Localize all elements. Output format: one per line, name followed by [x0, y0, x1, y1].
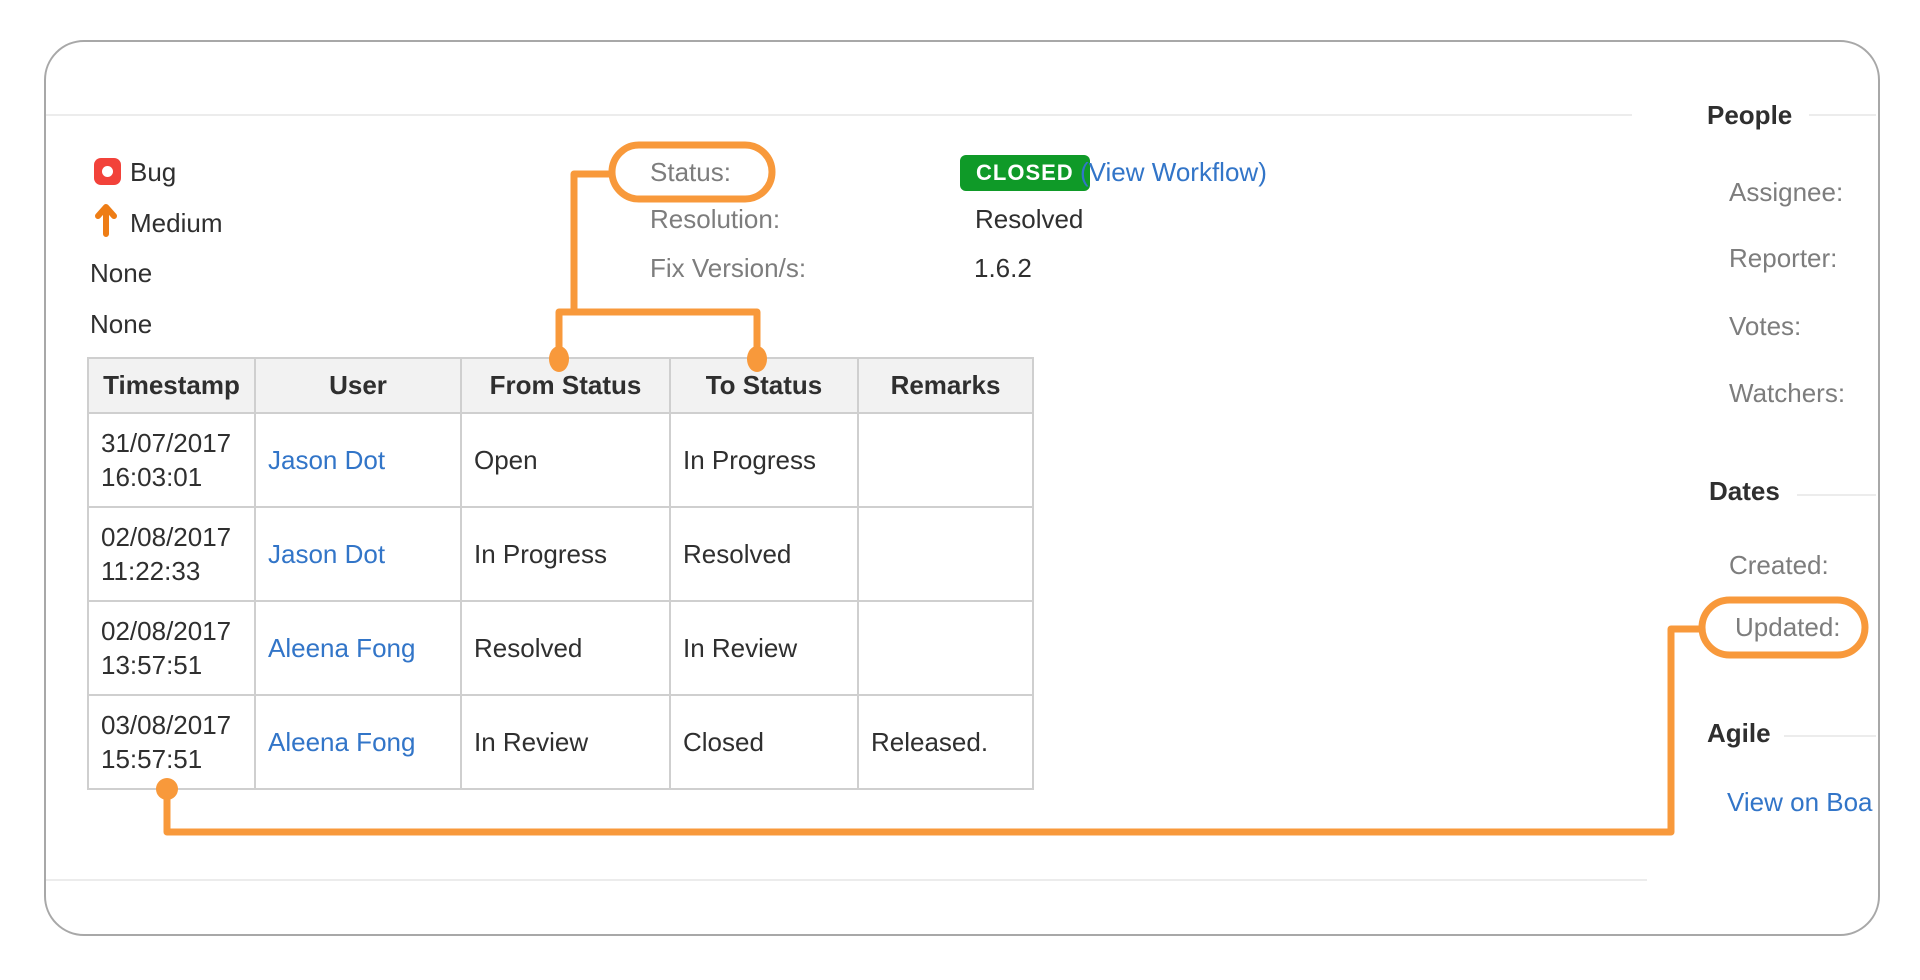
field-value-none-2: None — [90, 309, 153, 339]
table-row: 02/08/2017 13:57:51 Aleena Fong Resolved… — [87, 600, 1034, 696]
remarks-cell — [857, 506, 1034, 602]
fix-versions-field-label: Fix Version/s: — [650, 253, 807, 283]
col-header-user: User — [254, 357, 462, 414]
arrow-up-icon — [95, 204, 117, 237]
view-on-board-link[interactable]: View on Boa — [1727, 787, 1873, 817]
col-header-timestamp: Timestamp — [87, 357, 256, 414]
dates-section-heading: Dates — [1709, 476, 1780, 506]
agile-section-heading: Agile — [1707, 718, 1771, 748]
created-label: Created: — [1729, 550, 1829, 580]
resolution-value: Resolved — [975, 204, 1084, 234]
issue-card: Bug Medium None None Status: Resolution:… — [44, 40, 1880, 936]
from-status-cell: In Review — [460, 694, 671, 790]
col-header-remarks: Remarks — [857, 357, 1034, 414]
from-status-cell: Resolved — [460, 600, 671, 696]
people-section-heading: People — [1707, 100, 1793, 130]
priority-label: Medium — [130, 208, 223, 238]
status-history-table: Timestamp User From Status To Status Rem… — [87, 357, 1034, 790]
status-callout-stem — [570, 170, 616, 316]
table-row: 02/08/2017 11:22:33 Jason Dot In Progres… — [87, 506, 1034, 602]
user-link[interactable]: Aleena Fong — [268, 726, 416, 757]
dates-heading-rule — [1797, 494, 1876, 496]
user-cell: Jason Dot — [254, 412, 462, 508]
remarks-cell: Released. — [857, 694, 1034, 790]
timestamp-cell: 03/08/2017 15:57:51 — [87, 694, 256, 790]
field-value-none-1: None — [90, 258, 153, 288]
view-workflow-link[interactable]: (View Workflow) — [1080, 157, 1267, 187]
user-cell: Aleena Fong — [254, 694, 462, 790]
table-row: 03/08/2017 15:57:51 Aleena Fong In Revie… — [87, 694, 1034, 790]
table-row: 31/07/2017 16:03:01 Jason Dot Open In Pr… — [87, 412, 1034, 508]
watchers-label: Watchers: — [1729, 378, 1846, 408]
reporter-label: Reporter: — [1729, 243, 1838, 273]
votes-label: Votes: — [1729, 311, 1802, 341]
remarks-cell — [857, 412, 1034, 508]
to-status-cell: Resolved — [669, 506, 859, 602]
to-status-cell: In Review — [669, 600, 859, 696]
timestamp-cell: 02/08/2017 13:57:51 — [87, 600, 256, 696]
to-status-cell: In Progress — [669, 412, 859, 508]
people-heading-rule — [1809, 114, 1876, 116]
issue-type-label: Bug — [130, 157, 177, 187]
from-status-cell: Open — [460, 412, 671, 508]
updated-label: Updated: — [1735, 612, 1841, 642]
user-cell: Aleena Fong — [254, 600, 462, 696]
to-status-cell: Closed — [669, 694, 859, 790]
resolution-field-label: Resolution: — [650, 204, 781, 234]
status-field-label: Status: — [650, 157, 731, 187]
status-badge: CLOSED — [960, 155, 1090, 191]
timestamp-cell: 31/07/2017 16:03:01 — [87, 412, 256, 508]
user-link[interactable]: Aleena Fong — [268, 632, 416, 663]
user-cell: Jason Dot — [254, 506, 462, 602]
col-header-to-status: To Status — [669, 357, 859, 414]
user-link[interactable]: Jason Dot — [268, 444, 386, 475]
from-status-cell: In Progress — [460, 506, 671, 602]
bottom-divider — [46, 879, 1647, 881]
assignee-label: Assignee: — [1729, 177, 1844, 207]
bug-icon — [94, 158, 121, 185]
status-callout-branch — [555, 308, 761, 359]
timestamp-cell: 02/08/2017 11:22:33 — [87, 506, 256, 602]
col-header-from-status: From Status — [460, 357, 671, 414]
remarks-cell — [857, 600, 1034, 696]
top-section-rule — [46, 114, 1632, 116]
user-link[interactable]: Jason Dot — [268, 538, 386, 569]
table-header-row: Timestamp User From Status To Status Rem… — [87, 357, 1034, 414]
bug-icon-dot — [102, 166, 113, 177]
agile-heading-rule — [1784, 735, 1876, 737]
fix-versions-value: 1.6.2 — [974, 253, 1032, 283]
